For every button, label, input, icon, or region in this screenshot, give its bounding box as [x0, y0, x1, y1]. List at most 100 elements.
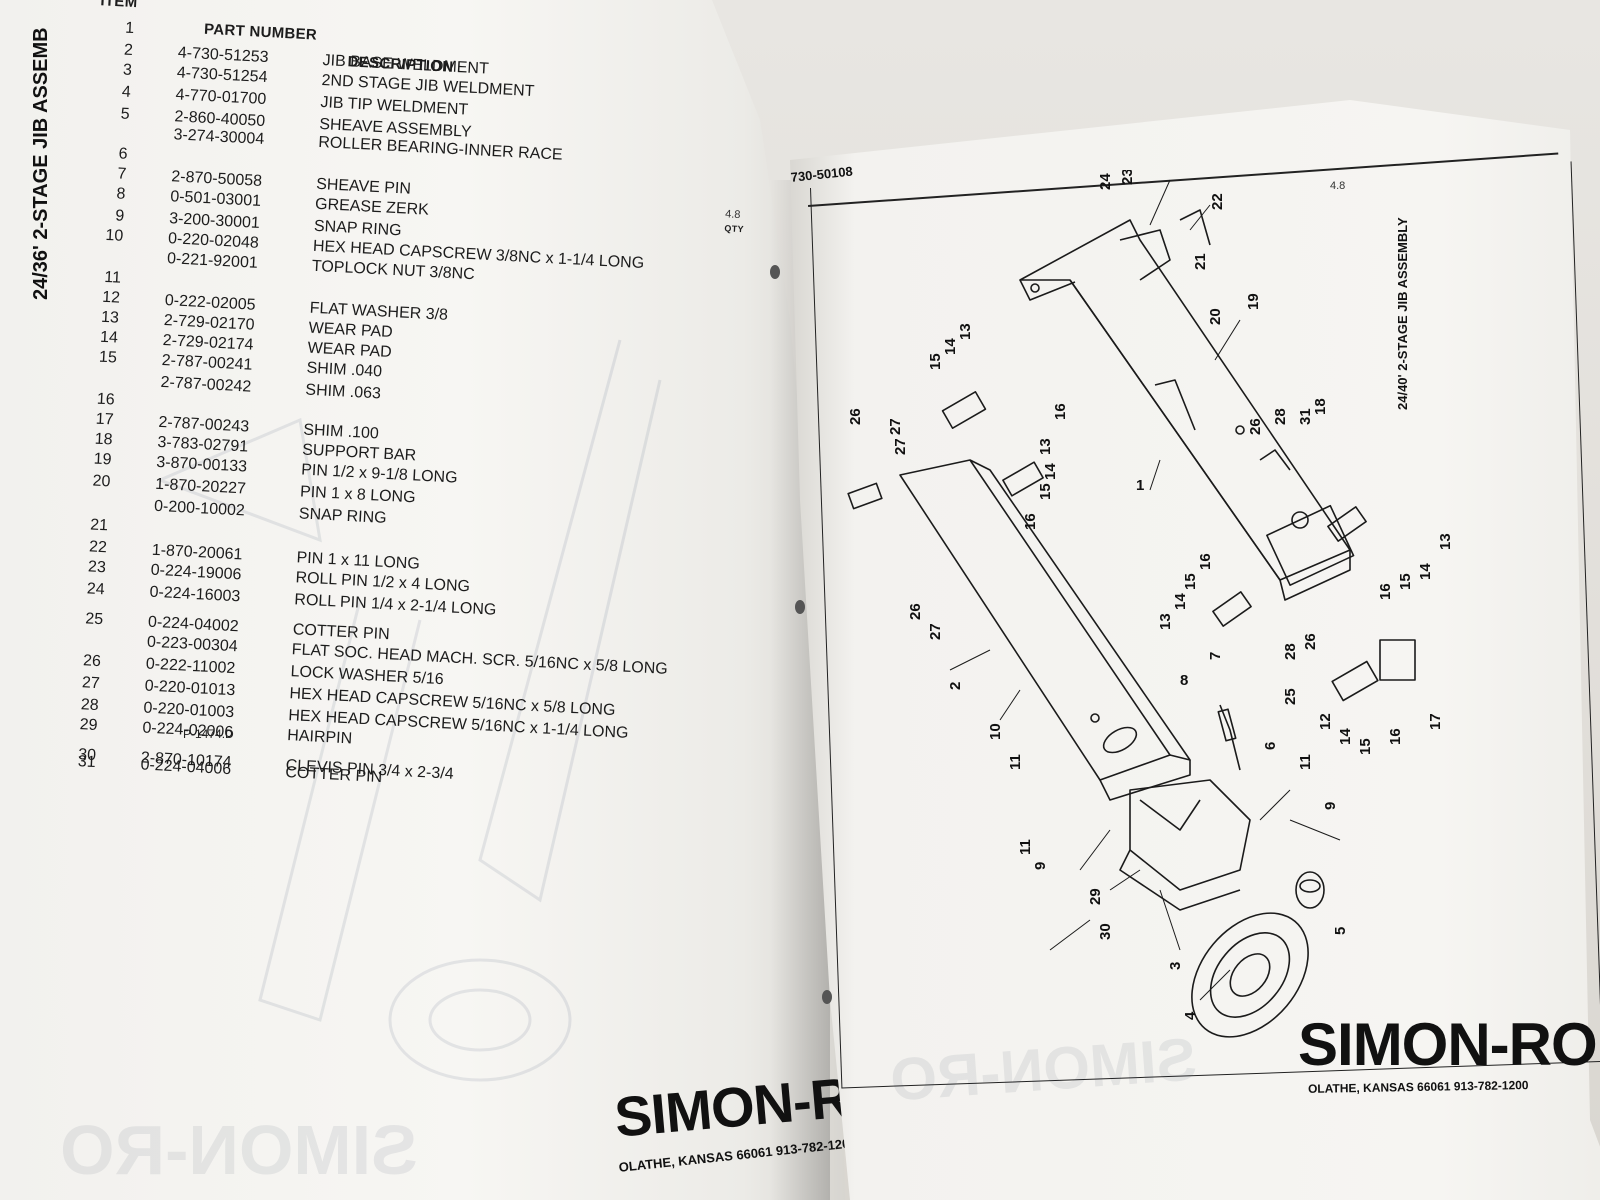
callout-label: 8 — [1180, 672, 1188, 689]
callout-label: 21 — [1192, 253, 1209, 270]
item-number: 31 — [77, 753, 97, 772]
left-page — [0, 0, 845, 1200]
item-number: 17 — [95, 410, 115, 429]
part-description: SHIM .063 — [304, 381, 382, 403]
callout-label: 19 — [1245, 293, 1262, 310]
callout-label: 4 — [1182, 1011, 1199, 1020]
item-number: 9 — [114, 207, 125, 225]
item-number: 19 — [93, 450, 112, 469]
binder-ring — [822, 990, 832, 1004]
callout-label: 15 — [1397, 573, 1414, 590]
callout-label: 27 — [927, 623, 944, 640]
callout-label: 11 — [1007, 754, 1024, 770]
callout-label: 24 — [1097, 173, 1114, 190]
callout-label: 2 — [947, 682, 964, 690]
right-logo: SIMON-RO — [1298, 1011, 1598, 1078]
item-number: 8 — [116, 185, 126, 203]
item-number: 21 — [89, 516, 109, 535]
item-number: 24 — [86, 580, 106, 599]
callout-label: 29 — [1087, 888, 1104, 905]
item-number: 11 — [103, 268, 122, 287]
callout-label: 31 — [1297, 408, 1314, 425]
callout-label: 9 — [1322, 802, 1339, 810]
callout-label: 28 — [1272, 408, 1289, 425]
item-number: 20 — [92, 472, 111, 491]
binder-ring — [770, 265, 780, 279]
binder-ring — [795, 600, 805, 614]
callout-label: 26 — [907, 603, 924, 620]
item-number: 5 — [120, 105, 131, 123]
item-number: 14 — [99, 328, 119, 347]
jib-base-weldment — [1019, 219, 1351, 581]
callout-label: 6 — [1262, 742, 1279, 750]
callout-label: 15 — [1182, 573, 1199, 590]
callout-label: 23 — [1119, 170, 1136, 185]
roller-bearing — [1295, 871, 1325, 909]
callout-label: 14 — [1042, 463, 1059, 480]
left-vertical-title: 24/36' 2-STAGE JIB ASSEMB — [30, 27, 52, 300]
callout-label: 13 — [1157, 613, 1174, 630]
callout-label: 27 — [887, 418, 904, 435]
callout-label: 13 — [1037, 438, 1054, 455]
callout-label: 15 — [927, 353, 944, 370]
callout-label: 11 — [1017, 839, 1034, 855]
callout-label: 16 — [1052, 403, 1069, 420]
callout-label: 30 — [1097, 923, 1114, 940]
header-item: ITEM — [100, 0, 138, 12]
item-number: 15 — [98, 348, 118, 367]
second-stage-jib — [899, 459, 1171, 781]
callout-label: 18 — [1312, 398, 1329, 415]
callout-label: 14 — [1337, 728, 1354, 745]
callout-label: 7 — [1207, 652, 1224, 660]
callout-label: 14 — [1172, 593, 1189, 610]
callout-label: 14 — [1417, 563, 1434, 580]
wear-pad-group — [847, 391, 1416, 702]
item-number: 3 — [122, 61, 133, 80]
callout-label: 27 — [892, 438, 909, 455]
callout-label: 15 — [1357, 738, 1374, 755]
callout-label: 10 — [987, 723, 1004, 740]
callout-label: 11 — [1297, 754, 1314, 770]
item-number: 10 — [104, 226, 124, 245]
callout-label: 9 — [1032, 862, 1049, 870]
callout-label: 16 — [1377, 583, 1394, 600]
sheave-assembly — [1191, 912, 1309, 1038]
item-number: 12 — [101, 288, 121, 307]
callout-label: 14 — [942, 338, 959, 355]
right-page-number: 4.8 — [1330, 180, 1346, 192]
callout-label: 1 — [1136, 477, 1144, 494]
ghost-logo-bleed: SIMON-RO — [60, 1111, 418, 1189]
callout-label: 16 — [1197, 553, 1214, 570]
item-number: 28 — [80, 696, 100, 715]
callout-label: 26 — [847, 408, 864, 425]
item-number: 18 — [94, 430, 113, 449]
callout-label: 16 — [1022, 513, 1039, 530]
callout-label: 26 — [1302, 633, 1319, 650]
item-number: 27 — [81, 674, 101, 693]
item-number: 16 — [96, 390, 116, 409]
item-number: 4 — [121, 83, 132, 101]
callout-label: 16 — [1387, 728, 1404, 745]
callout-label: 17 — [1427, 713, 1444, 730]
callout-label: 22 — [1209, 193, 1226, 210]
callout-label: 15 — [1037, 483, 1054, 500]
item-number: 6 — [118, 145, 128, 163]
item-number: 29 — [79, 716, 98, 735]
item-number: 25 — [84, 610, 104, 629]
callout-label: 25 — [1282, 688, 1299, 705]
callout-label: 3 — [1167, 962, 1184, 970]
part-description: HAIRPIN — [286, 727, 353, 748]
callout-label: 13 — [957, 323, 974, 340]
callout-label: 26 — [1247, 418, 1264, 435]
item-number: 7 — [117, 165, 127, 183]
item-number: 2 — [123, 41, 134, 60]
item-number: 13 — [100, 308, 120, 327]
callout-label: 13 — [1437, 533, 1454, 550]
item-number: 26 — [82, 652, 102, 671]
left-footnote: P-1474.D — [183, 727, 234, 741]
item-number: 23 — [87, 558, 107, 577]
callout-label: 12 — [1317, 713, 1334, 730]
left-page-number: 4.8 — [724, 208, 741, 222]
